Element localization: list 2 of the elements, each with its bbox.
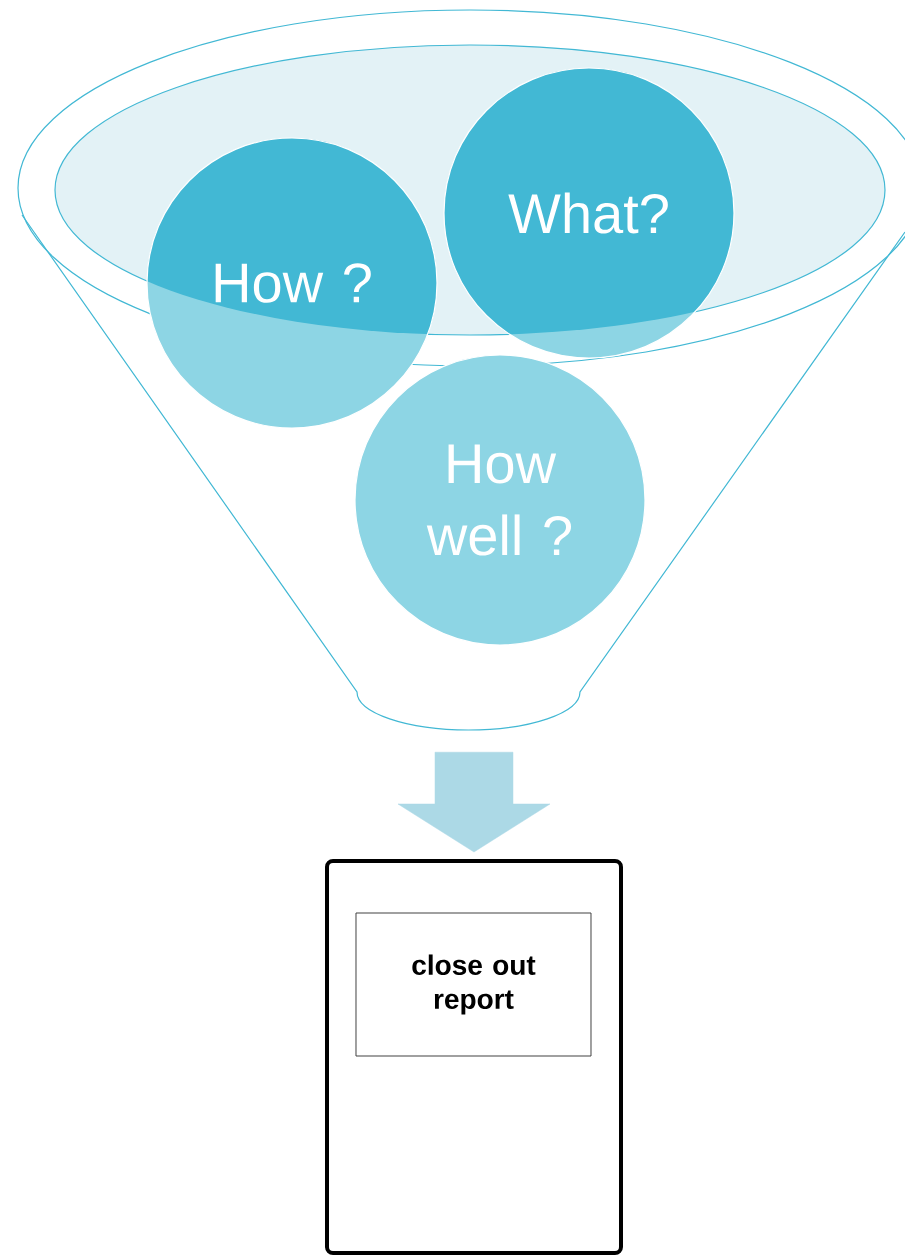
title-box: close out report: [355, 912, 592, 1057]
block-arrow: [397, 751, 551, 853]
